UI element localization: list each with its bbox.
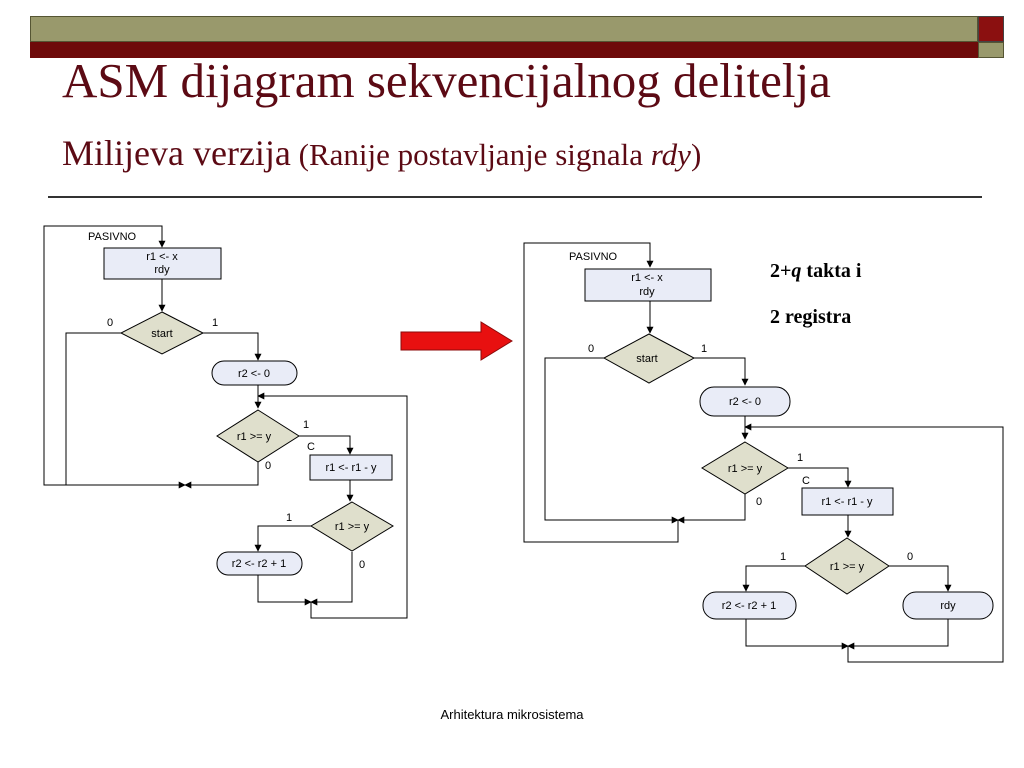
left-edge-inc-merge — [257, 575, 312, 606]
right-edge-cmp1-no — [677, 494, 746, 524]
right-cmp1-yes: 1 — [797, 452, 803, 464]
subtitle-paren-open: (Ranije postavljanje signala — [290, 137, 651, 172]
right-return-loop — [523, 242, 679, 543]
left-state-line1: r1 <- x — [146, 251, 178, 263]
left-cmp1-no: 0 — [265, 460, 271, 472]
right-edge-rdy-merge — [847, 619, 949, 650]
left-start-label: start — [151, 328, 172, 340]
right-nodes — [584, 268, 994, 620]
right-start-yes: 1 — [701, 343, 707, 355]
note-cycles-var: q — [791, 260, 801, 282]
left-edge-cmp1-no — [184, 462, 259, 489]
right-edge-start-yes — [694, 357, 749, 386]
right-cmp2-yes: 1 — [780, 551, 786, 563]
left-cmp2-yes: 1 — [286, 512, 292, 524]
left-state-line2: rdy — [154, 264, 170, 276]
right-edge-cmp2-yes — [742, 565, 805, 592]
right-edge-inc-merge — [745, 619, 849, 650]
corner-square-red — [978, 16, 1004, 42]
right-cmp1-label: r1 >= y — [728, 463, 763, 475]
right-rdy-label: rdy — [940, 600, 956, 612]
left-cmp2-no: 0 — [359, 559, 365, 571]
right-sub-label: r1 <- r1 - y — [821, 496, 873, 508]
right-clear-r2-label: r2 <- 0 — [729, 396, 761, 408]
left-edge-start-no — [65, 332, 186, 489]
right-start-label: start — [636, 353, 657, 365]
left-sub-box — [309, 454, 393, 481]
right-start-decision — [602, 333, 696, 384]
top-bar-red — [30, 42, 978, 58]
right-loop-back — [744, 423, 1004, 663]
left-nodes — [103, 247, 394, 576]
slide-subtitle: Milijeva verzija (Ranije postavljanje si… — [62, 132, 701, 175]
top-bar-olive — [30, 16, 978, 42]
left-state-name: PASIVNO — [88, 231, 137, 243]
right-start-no: 0 — [588, 343, 594, 355]
corner-square-olive — [978, 42, 1004, 58]
note-cycles-suffix: takta i — [801, 260, 861, 282]
left-clear-r2-box — [211, 360, 298, 386]
left-state-box — [103, 247, 222, 280]
left-cmp1-yes: 1 — [303, 419, 309, 431]
right-inc-r2-box — [702, 591, 797, 620]
left-cmp2-label: r1 >= y — [335, 521, 370, 533]
right-asm-diagram — [523, 242, 1004, 663]
right-cmp2-label: r1 >= y — [830, 561, 865, 573]
left-labels: PASIVNO r1 <- x rdy start 0 1 r2 <- 0 r1… — [88, 231, 377, 571]
right-edge-cmp2-no — [889, 565, 952, 592]
left-inc-r2-box — [216, 551, 303, 576]
left-loop-back — [257, 392, 408, 619]
right-edge-start-no — [544, 357, 679, 524]
left-inc-r2-label: r2 <- r2 + 1 — [232, 558, 286, 570]
red-transition-arrow — [400, 321, 513, 361]
footer-course-name: Arhitektura mikrosistema — [440, 707, 584, 722]
left-edge-cmp2-yes — [254, 525, 311, 552]
left-start-no: 0 — [107, 317, 113, 329]
left-edge-cmp2-no — [310, 552, 353, 606]
left-asm-diagram — [43, 225, 408, 619]
right-edge-cmp1-yes — [788, 467, 852, 488]
left-cmp2-decision — [310, 501, 394, 552]
right-cmp2-decision — [804, 537, 890, 595]
right-state-name: PASIVNO — [569, 251, 618, 263]
left-edge-cmp1-yes — [299, 435, 354, 455]
right-carry-label: C — [802, 475, 810, 487]
subtitle-rdy: rdy — [650, 137, 691, 172]
left-sub-label: r1 <- r1 - y — [325, 462, 377, 474]
right-cmp2-no: 0 — [907, 551, 913, 563]
left-cmp1-decision — [216, 409, 300, 463]
right-clear-r2-box — [699, 386, 791, 417]
subtitle-version: Milijeva verzija — [62, 133, 291, 173]
right-cmp1-decision — [701, 441, 789, 495]
left-cmp1-label: r1 >= y — [237, 431, 272, 443]
subtitle-paren-close: ) — [690, 137, 702, 172]
note-clock-cycles: 2+q takta i — [770, 260, 862, 282]
left-start-yes: 1 — [212, 317, 218, 329]
right-cmp1-no: 0 — [756, 496, 762, 508]
left-clear-r2-label: r2 <- 0 — [238, 368, 270, 380]
note-cycles-prefix: 2+ — [770, 260, 791, 282]
right-state-line2: rdy — [639, 286, 655, 298]
right-inc-r2-label: r2 <- r2 + 1 — [722, 600, 776, 612]
slide-title: ASM dijagram sekvencijalnog delitelja — [62, 53, 831, 108]
right-state-box — [584, 268, 712, 302]
right-sub-box — [801, 487, 894, 516]
right-rdy-box — [902, 591, 994, 620]
left-edge-start-yes — [203, 332, 262, 361]
left-carry-label: C — [307, 441, 315, 453]
right-state-line1: r1 <- x — [631, 272, 663, 284]
title-divider — [48, 196, 982, 198]
note-registers: 2 registra — [770, 306, 851, 328]
left-start-decision — [119, 311, 205, 355]
right-labels: PASIVNO r1 <- x rdy start 0 1 r2 <- 0 r1… — [569, 251, 956, 612]
